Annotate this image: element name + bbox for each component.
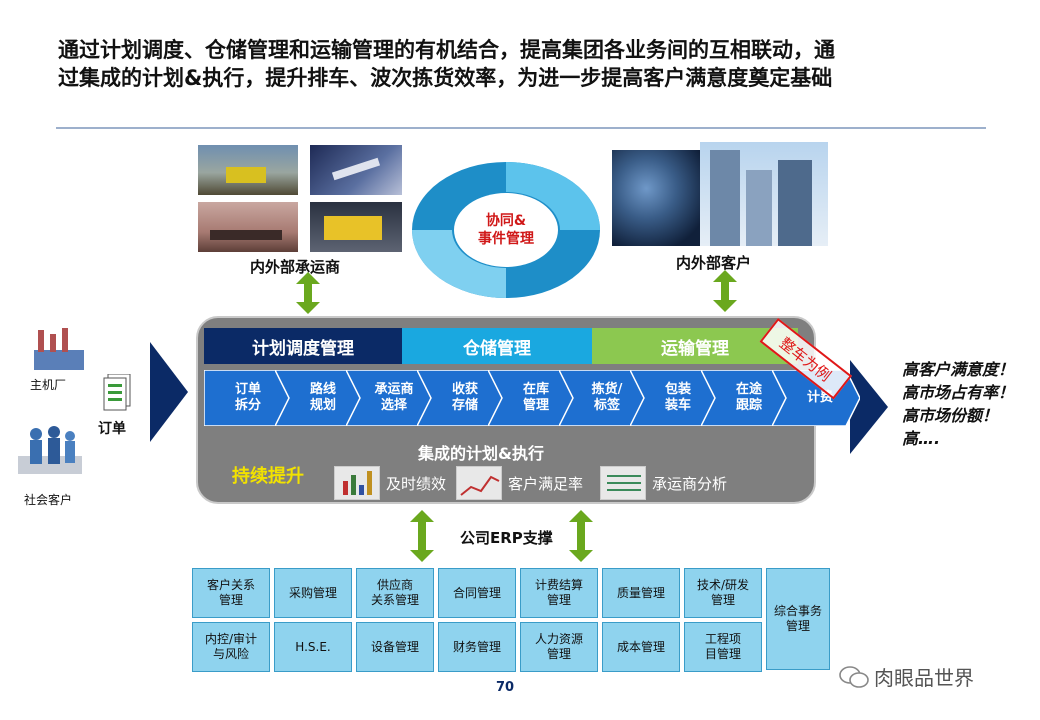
line-chart-icon [456, 466, 502, 500]
step-label: 在途 跟踪 [735, 382, 762, 413]
process-step: 在途 跟踪 [701, 370, 789, 426]
process-step: 拣货/ 标签 [559, 370, 647, 426]
slide-title: 通过计划调度、仓储管理和运输管理的有机结合，提高集团各业务间的互相联动，通过集成… [58, 38, 835, 90]
erp-cell: 人力资源 管理 [520, 622, 598, 672]
erp-cell: 供应商 关系管理 [356, 568, 434, 618]
airplane-photo [310, 145, 402, 195]
kpi-label: 客户满足率 [508, 474, 584, 493]
erp-support-label: 公司ERP支撑 [460, 529, 553, 547]
erp-cell: 成本管理 [602, 622, 680, 672]
page-number: 70 [496, 680, 515, 695]
tab-warehouse-management: 仓储管理 [402, 328, 592, 364]
kpi-label: 承运商分析 [652, 474, 728, 493]
outcome-item: 高客户满意度！ [902, 360, 1015, 379]
step-label: 收获 存储 [451, 382, 478, 413]
kpi-customer-satisfaction: 客户满足率 [456, 466, 583, 500]
watermark-text: 肉眼品世界 [874, 666, 974, 690]
chevron-shape [701, 370, 789, 426]
carriers-double-arrow [296, 272, 320, 314]
globe-photo [612, 150, 710, 246]
carriers-label: 内外部承运商 [250, 258, 341, 276]
order-label: 订单 [98, 421, 126, 437]
outcome-item: 高市场占有率！ [902, 383, 1015, 402]
factory-icon [34, 328, 84, 370]
kpi-timely-performance: 及时绩效 [334, 466, 446, 500]
step-label: 拣货/ 标签 [591, 382, 623, 413]
step-label: 订单 拆分 [234, 382, 261, 413]
erp-cell: 计费结算 管理 [520, 568, 598, 618]
chevron-shape [630, 370, 718, 426]
output-chevron [850, 360, 888, 454]
process-step: 包装 装车 [630, 370, 718, 426]
chevron-shape [346, 370, 434, 426]
step-label: 在库 管理 [522, 382, 549, 413]
collaboration-label: 协同& 事件管理 [478, 213, 534, 247]
wechat-icon [839, 665, 869, 688]
process-step: 收获 存储 [417, 370, 505, 426]
process-step: 路线 规划 [275, 370, 363, 426]
customers-label: 内外部客户 [676, 254, 752, 272]
buildings-photo [700, 142, 828, 246]
ship-photo [198, 202, 298, 252]
train-photo [198, 145, 298, 195]
erp-cell: 内控/审计 与风险 [192, 622, 270, 672]
customers-double-arrow [713, 270, 737, 312]
erp-cell: 质量管理 [602, 568, 680, 618]
society-label: 社会客户 [24, 493, 73, 507]
erp-cell: 工程项 目管理 [684, 622, 762, 672]
erp-cell: 采购管理 [274, 568, 352, 618]
step-label: 承运商 选择 [374, 382, 414, 413]
order-document-icon [103, 374, 131, 411]
outcomes-list: 高客户满意度！ 高市场占有率！ 高市场份额！ 高…. [902, 358, 1014, 450]
process-step: 承运商 选择 [346, 370, 434, 426]
truck-photo [310, 202, 402, 252]
collaboration-circle [412, 162, 600, 298]
people-icon [18, 426, 82, 474]
erp-double-arrow-left [410, 510, 434, 562]
erp-double-arrow-right [569, 510, 593, 562]
erp-cell: H.S.E. [274, 622, 352, 672]
chevron-shape [559, 370, 647, 426]
process-step: 在库 管理 [488, 370, 576, 426]
erp-cell: 合同管理 [438, 568, 516, 618]
integration-label: 集成的计划&执行 [418, 444, 544, 463]
tab-plan-management: 计划调度管理 [204, 328, 402, 364]
step-label: 路线 规划 [309, 382, 336, 413]
erp-cell: 财务管理 [438, 622, 516, 672]
title-divider [56, 127, 986, 129]
erp-cell: 客户关系 管理 [192, 568, 270, 618]
tab-transport-management: 运输管理 [592, 328, 798, 364]
erp-cell: 技术/研发 管理 [684, 568, 762, 618]
outcome-item: 高市场份额！ [902, 406, 999, 425]
erp-cell-general-affairs: 综合事务 管理 [766, 568, 830, 670]
plant-label: 主机厂 [30, 378, 67, 392]
erp-cell: 设备管理 [356, 622, 434, 672]
kpi-label: 及时绩效 [386, 474, 447, 493]
table-chart-icon [600, 466, 646, 500]
input-chevron [150, 342, 188, 442]
bar-chart-icon [334, 466, 380, 500]
step-label: 包装 装车 [664, 382, 691, 413]
chevron-shape [417, 370, 505, 426]
chevron-shape [275, 370, 363, 426]
watermark: 肉眼品世界 [838, 662, 974, 691]
chevron-shape [488, 370, 576, 426]
kpi-carrier-analysis: 承运商分析 [600, 466, 727, 500]
outcome-item: 高…. [902, 429, 941, 448]
continuous-improvement-label: 持续提升 [232, 466, 304, 487]
